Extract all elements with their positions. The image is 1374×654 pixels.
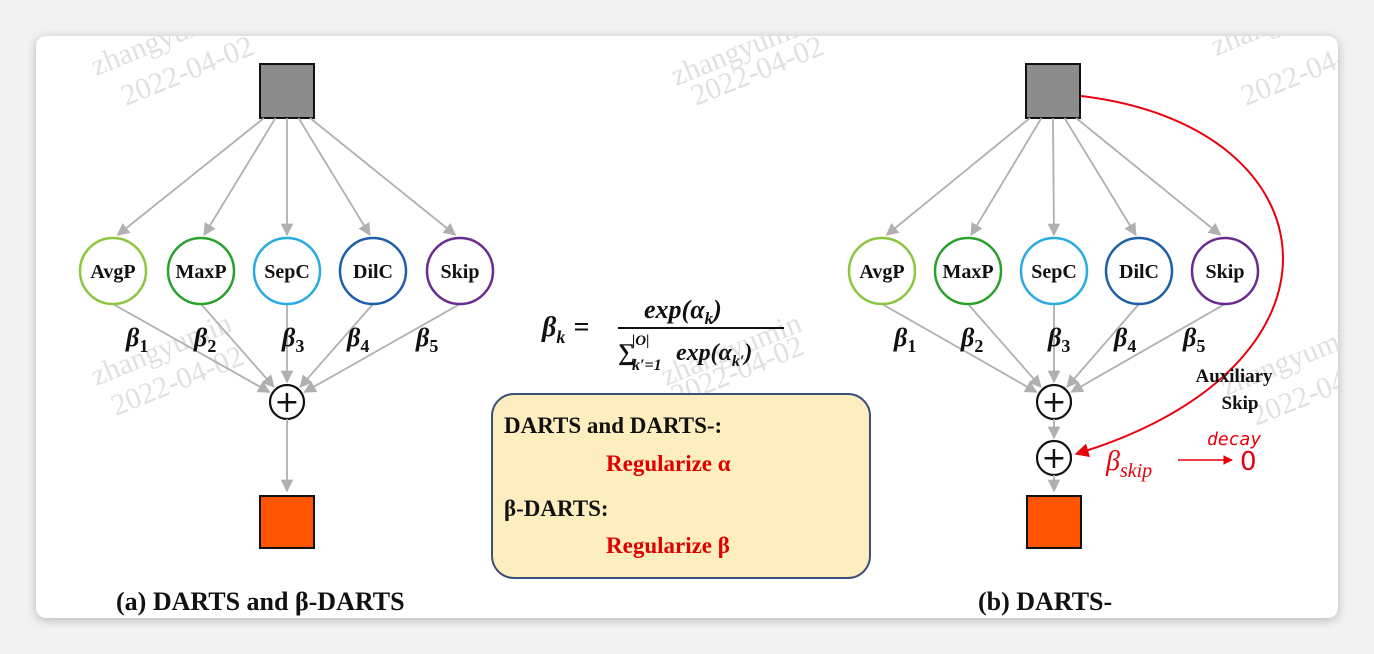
beta-weight-4: β4 bbox=[346, 323, 369, 356]
op-label-sepc: SepC bbox=[1031, 261, 1077, 283]
op-node-maxp bbox=[166, 236, 236, 306]
beta-softmax-formula: βk= exp(αk) ∑ |O| k′=1 exp(αk′) bbox=[541, 295, 784, 374]
info-box-line1: DARTS and DARTS-: bbox=[504, 413, 722, 438]
op-label-dilc: DilC bbox=[1119, 261, 1159, 283]
input-edge bbox=[885, 117, 1031, 236]
aux-sum-symbol: + bbox=[1041, 441, 1066, 476]
op-node-dilc bbox=[338, 236, 408, 306]
op-label-avgp: AvgP bbox=[90, 261, 135, 283]
formula-lhs: βk= bbox=[541, 312, 589, 347]
beta-weight-3: β3 bbox=[1047, 323, 1070, 356]
decay-target-zero: 0 bbox=[1240, 447, 1257, 477]
op-label-avgp: AvgP bbox=[859, 261, 904, 283]
input-node bbox=[259, 63, 315, 119]
op-node-skip bbox=[1190, 236, 1260, 306]
op-label-skip: Skip bbox=[441, 261, 480, 283]
op-edge bbox=[1066, 303, 1140, 388]
info-box-line2: Regularize α bbox=[606, 451, 731, 476]
sum-symbol: + bbox=[274, 385, 299, 420]
op-node-sepc bbox=[1019, 236, 1089, 306]
op-label-dilc: DilC bbox=[353, 261, 393, 283]
op-node-avgp bbox=[847, 236, 917, 306]
beta-weight-3: β3 bbox=[281, 323, 304, 356]
op-label-skip: Skip bbox=[1206, 261, 1245, 283]
input-edge bbox=[309, 117, 457, 236]
figure-card: zhangyumin 2022-04-02 zhangyumin 2022-04… bbox=[36, 36, 1338, 618]
beta-weight-5: β5 bbox=[415, 323, 438, 356]
formula-sum-lower: k′=1 bbox=[632, 357, 662, 374]
op-node-sepc bbox=[252, 236, 322, 306]
formula-denominator: exp(αk′) bbox=[676, 340, 752, 370]
caption-left: (a) DARTS and β-DARTS bbox=[116, 587, 405, 616]
beta-weight-5: β5 bbox=[1182, 323, 1205, 356]
aux-skip-label-line2: Skip bbox=[1222, 393, 1259, 414]
info-box-line3: β-DARTS: bbox=[504, 496, 609, 521]
op-edge bbox=[299, 303, 374, 388]
input-edge bbox=[116, 117, 265, 236]
formula-numerator: exp(αk) bbox=[644, 295, 722, 328]
darts-cell-diagram: AvgP β1 MaxP β2 SepC β3 DilC β4 Skip β5 + bbox=[78, 63, 495, 549]
beta-skip-label: βskip bbox=[1105, 446, 1152, 482]
output-node bbox=[259, 495, 315, 549]
op-label-maxp: MaxP bbox=[942, 261, 993, 283]
op-edge bbox=[967, 303, 1042, 388]
formula-sum-sign: ∑ bbox=[618, 340, 635, 366]
input-edge bbox=[970, 117, 1043, 237]
output-node bbox=[1026, 495, 1082, 549]
input-node bbox=[1025, 63, 1081, 119]
op-label-sepc: SepC bbox=[264, 261, 310, 283]
beta-weight-4: β4 bbox=[1113, 323, 1136, 356]
op-edge bbox=[200, 303, 275, 388]
beta-weight-2: β2 bbox=[193, 323, 216, 356]
figure-canvas: zhangyumin 2022-04-02 zhangyumin 2022-04… bbox=[78, 36, 1338, 616]
input-edge bbox=[1063, 117, 1137, 237]
op-edge bbox=[303, 303, 461, 393]
op-label-maxp: MaxP bbox=[175, 261, 226, 283]
regularization-info-box: DARTS and DARTS-: Regularize α β-DARTS: … bbox=[491, 393, 871, 579]
auxiliary-skip-edge bbox=[1074, 95, 1284, 458]
input-edge bbox=[203, 117, 277, 237]
decay-label: decay bbox=[1207, 429, 1261, 450]
input-edge bbox=[1047, 117, 1061, 237]
op-edge bbox=[112, 303, 271, 393]
aux-skip-label-line1: Auxiliary bbox=[1195, 366, 1273, 387]
op-edge bbox=[881, 303, 1038, 393]
op-node-skip bbox=[425, 236, 495, 306]
op-node-avgp bbox=[78, 236, 148, 306]
op-node-maxp bbox=[933, 236, 1003, 306]
op-edge bbox=[1070, 303, 1226, 393]
formula-sum-upper: |O| bbox=[632, 333, 649, 349]
op-node-dilc bbox=[1104, 236, 1174, 306]
beta-weight-2: β2 bbox=[960, 323, 983, 356]
input-edge bbox=[297, 117, 371, 237]
darts-minus-cell-diagram: AvgPβ1MaxPβ2SepCβ3DilCβ4Skipβ5++Auxiliar… bbox=[847, 63, 1284, 549]
beta-weight-1: β1 bbox=[893, 323, 916, 356]
input-edge bbox=[1075, 117, 1222, 236]
beta-weight-1: β1 bbox=[125, 323, 148, 356]
info-box-background bbox=[491, 393, 871, 579]
caption-right: (b) DARTS- bbox=[978, 587, 1112, 616]
sum-symbol: + bbox=[1041, 385, 1066, 420]
info-box-line4: Regularize β bbox=[606, 533, 730, 558]
